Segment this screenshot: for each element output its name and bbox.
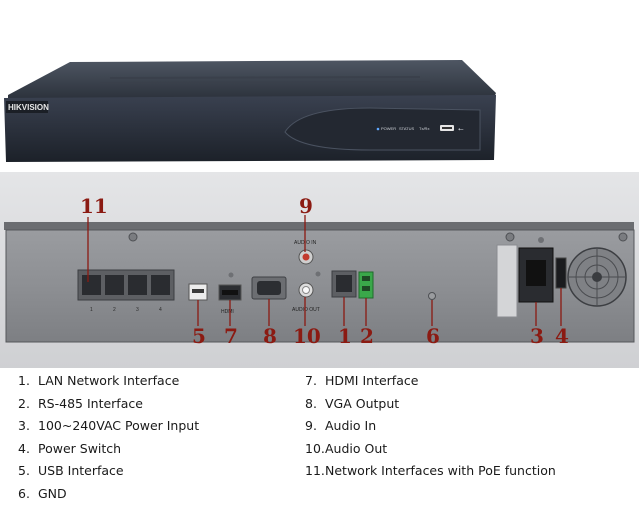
rear-view: 1 2 3 4 HDMI AUDIO IN AUDIO OUT — [4, 222, 635, 343]
audio-out-label: AUDIO OUT — [292, 307, 320, 313]
front-usb-slot — [442, 127, 452, 129]
legend-number: 3. — [18, 418, 30, 434]
gnd-terminal — [428, 292, 436, 300]
fan-hub — [592, 272, 602, 282]
lid-vents — [99, 76, 431, 84]
legend-number: 4. — [18, 440, 30, 456]
power-led-icon — [376, 127, 380, 131]
legend-item: 11.Network Interfaces with PoE function — [305, 460, 556, 483]
callout-10: 10 — [293, 324, 321, 348]
power-switch — [555, 257, 567, 289]
indicator-txrx: Tx/Rx — [419, 126, 429, 131]
screw-icon — [505, 232, 515, 242]
legend-right-column: 7. HDMI Interface 8. VGA Output 9. Audio In… — [305, 370, 556, 483]
screw-icon — [228, 272, 234, 278]
callout-5: 5 — [192, 324, 206, 348]
legend-label: USB Interface — [38, 463, 124, 479]
poe-lan-ports: 1 2 3 4 — [77, 269, 175, 313]
indicator-power: POWER — [381, 126, 396, 131]
legend-label: Network Interfaces with PoE function — [325, 463, 556, 479]
legend-item: 1. LAN Network Interface — [18, 370, 199, 393]
legend-label: RS-485 Interface — [38, 395, 143, 411]
audio-in-center — [302, 253, 310, 261]
rs485-terminal — [358, 271, 374, 299]
legend-label: 100~240VAC Power Input — [38, 418, 200, 434]
legend-number: 10. — [305, 440, 325, 456]
screw-icon — [618, 232, 628, 242]
front-bezel-curve — [284, 107, 481, 151]
legend-label: VGA Output — [325, 395, 400, 411]
audio-out-center — [302, 286, 310, 294]
rear-top-edge — [4, 222, 634, 230]
callout-2: 2 — [360, 324, 374, 348]
usb-port-slot — [192, 289, 204, 293]
legend-item: 3. 100~240VAC Power Input — [18, 415, 199, 438]
lan-port-3 — [128, 275, 147, 295]
callout-9: 9 — [299, 194, 313, 218]
callout-7: 7 — [224, 324, 238, 348]
callout-4: 4 — [555, 324, 569, 348]
legend-label: Power Switch — [38, 440, 122, 456]
hdmi-port-slot — [222, 290, 238, 295]
legend-label: Audio In — [325, 418, 377, 434]
callout-11: 11 — [80, 194, 108, 218]
callout-8: 8 — [263, 324, 277, 348]
lan-port-number: 4 — [159, 307, 162, 313]
screw-icon — [538, 237, 544, 243]
device-top-lid — [8, 60, 496, 100]
legend-item: 4. Power Switch — [18, 438, 199, 461]
screw-icon — [315, 271, 321, 277]
callout-3: 3 — [530, 324, 544, 348]
power-rating-sticker — [496, 244, 518, 318]
lan-port-number: 3 — [136, 307, 139, 313]
legend-item: 9. Audio In — [305, 415, 556, 438]
legend-number: 6. — [18, 485, 30, 501]
legend-item: 2. RS-485 Interface — [18, 393, 199, 416]
lan-port-4 — [151, 275, 170, 295]
front-view: HIKVISION POWER STATUS Tx/Rx ⭠ — [4, 60, 496, 162]
legend-item: 7. HDMI Interface — [305, 370, 556, 393]
legend-label: Audio Out — [325, 440, 388, 456]
rs485-screw — [362, 286, 370, 291]
legend-number: 7. — [305, 373, 317, 388]
lan-port-1 — [82, 275, 101, 295]
legend-label: HDMI Interface — [325, 373, 419, 388]
callout-lines — [87, 215, 562, 326]
legend-item: 6. GND — [18, 483, 199, 506]
indicator-status: STATUS — [399, 126, 415, 131]
brand-logo: HIKVISION — [8, 103, 49, 112]
legend-item: 8. VGA Output — [305, 393, 556, 416]
callout-1: 1 — [338, 324, 352, 348]
lan-port-2 — [105, 275, 124, 295]
lan-port-number: 1 — [90, 307, 93, 313]
legend-item: 10.Audio Out — [305, 438, 556, 461]
legend-number: 9. — [305, 418, 317, 434]
legend-label: GND — [38, 485, 67, 501]
legend-number: 8. — [305, 395, 317, 411]
legend-number: 2. — [18, 395, 30, 411]
hdmi-label: HDMI — [221, 309, 234, 315]
lan-port-socket — [336, 275, 352, 292]
ac-power-inlet-socket — [526, 260, 546, 286]
rs485-screw — [362, 276, 370, 281]
legend-left-column: 1. LAN Network Interface 2. RS-485 Interfa… — [18, 370, 199, 506]
legend-number: 11. — [305, 463, 325, 479]
lan-port-number: 2 — [113, 307, 116, 313]
brand-plate — [6, 101, 48, 113]
legend-number: 1. — [18, 373, 30, 388]
vga-port-socket — [257, 281, 281, 295]
screw-icon — [128, 232, 138, 242]
callout-6: 6 — [426, 324, 440, 348]
legend-label: LAN Network Interface — [38, 373, 180, 388]
legend-item: 5. USB Interface — [18, 460, 199, 483]
legend-number: 5. — [18, 463, 30, 479]
usb-icon: ⭠ — [458, 125, 464, 133]
